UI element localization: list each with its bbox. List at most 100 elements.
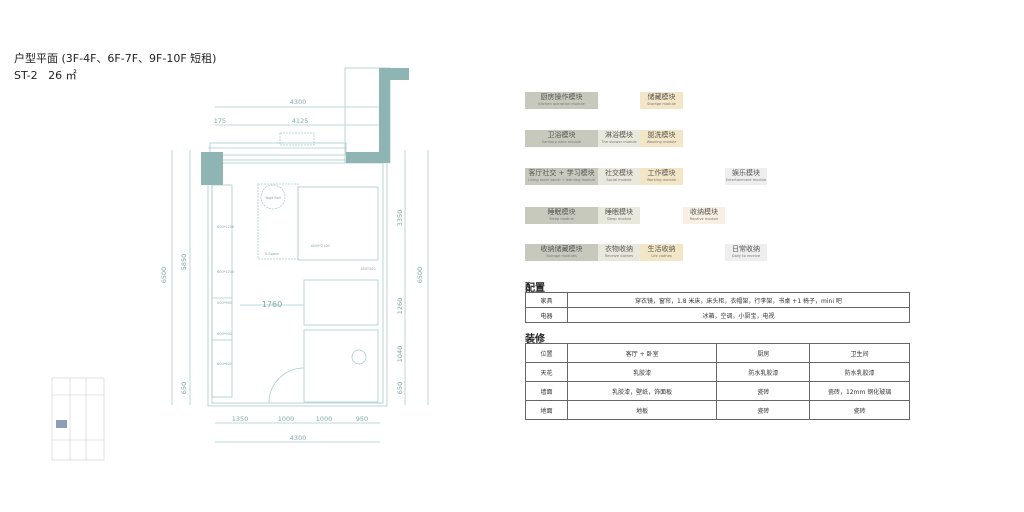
table-cell: 位置	[525, 343, 568, 363]
table-cell: 客厅 + 卧室	[566, 343, 718, 363]
table-cell: 地板	[566, 400, 718, 420]
table-cell: 穿衣镜，窗帘，1.8 米床，床头柜，衣帽架，行李架，书桌 +1 椅子，mini …	[566, 292, 911, 308]
table-cell: 防水乳胶漆	[809, 362, 910, 382]
dim-bottom: 1000	[278, 415, 295, 423]
cabinet-label: 600*1200	[217, 270, 234, 274]
module-name-en: Working module	[646, 178, 677, 182]
table-row: 地面地板瓷砖瓷砖	[525, 400, 910, 420]
unit-code: ST-2	[14, 69, 38, 82]
table-row: 天花乳胶漆防水乳胶漆防水乳胶漆	[525, 362, 910, 382]
module-name: 卫浴模块	[547, 131, 576, 139]
outer-wall	[207, 159, 388, 407]
plan-lines	[171, 67, 429, 443]
plan-title: 户型平面 (3F-4F、6F-7F、9F-10F 短租)	[14, 52, 217, 65]
unit-highlight	[56, 420, 67, 428]
module-name-en: The shower module	[601, 140, 637, 144]
table-cell: 墙面	[525, 381, 568, 401]
table-cell: 乳胶漆	[566, 362, 718, 382]
dim-right-total: 6500	[416, 267, 424, 284]
table-cell: 天花	[525, 362, 568, 382]
table-cell: 防水乳胶漆	[716, 362, 811, 382]
table-cell: 电器	[525, 307, 568, 323]
module-name-en: Washing module	[646, 140, 677, 144]
config-heading: 配置	[525, 283, 545, 294]
module-name: 客厅社交 + 学习模块	[528, 169, 595, 177]
module-name: 收纳储藏模块	[540, 245, 583, 253]
x-space-label: X-Space	[265, 252, 279, 256]
config-table: 家具穿衣镜，窗帘，1.8 米床，床头柜，衣帽架，行李架，书桌 +1 椅子，min…	[525, 292, 911, 323]
module-name: 收纳模块	[690, 208, 718, 216]
dim-right: 1260	[396, 298, 404, 315]
cabinet-label: 900*900	[217, 301, 232, 305]
module-name: 盥洗模块	[647, 131, 676, 139]
module-name-en: Sleep module	[549, 217, 574, 221]
dim-inner: 1760	[262, 300, 282, 309]
module-name-en: Life clothes	[651, 254, 672, 258]
module-name: 睡眠模块	[547, 208, 576, 216]
wall-column	[201, 152, 223, 185]
module-name: 厨房操作模块	[540, 93, 583, 101]
dim-top-total: 4300	[290, 98, 307, 106]
table-row: 位置客厅 + 卧室厨房卫生间	[525, 343, 910, 363]
finish-table: 位置客厅 + 卧室厨房卫生间天花乳胶漆防水乳胶漆防水乳胶漆墙面乳胶漆，壁纸，饰面…	[525, 343, 910, 420]
module-name-en: Kitchen operation module	[538, 102, 585, 106]
module-name: 淋浴模块	[605, 131, 633, 139]
module-name-en: Storage module	[647, 102, 676, 106]
module-name-en: Daily to receive	[731, 254, 761, 258]
table-cell: 厨房	[716, 343, 811, 363]
cabinet-label: 600*600	[217, 362, 232, 366]
module-name: 储藏模块	[647, 93, 676, 101]
module-name-en: Sanitary ware module	[541, 140, 582, 144]
key-plan-thumbnail	[51, 377, 105, 461]
structural-walls	[201, 68, 409, 185]
dim-left: 650	[180, 382, 188, 394]
dim-bottom: 1350	[232, 415, 249, 423]
dim-left: 6500	[160, 267, 168, 284]
dim-right: 650	[396, 382, 404, 394]
module-name: 工作模块	[647, 169, 676, 177]
module-name: 睡眠模块	[605, 208, 633, 216]
module-name-en: Receive module	[689, 217, 719, 221]
module-name: 日常收纳	[732, 245, 760, 253]
table-cell: 地面	[525, 400, 568, 420]
table-cell: 冰箱，空调，小厨宝，电视	[566, 307, 911, 323]
table-row: 家具穿衣镜，窗帘，1.8 米床，床头柜，衣帽架，行李架，书桌 +1 椅子，min…	[525, 292, 911, 308]
bed-label: 1800*2100	[310, 244, 330, 248]
unit-info: ST-2 26 ㎡	[14, 67, 77, 83]
unit-area: 26 ㎡	[48, 69, 77, 82]
module-name-en: Receive clothes	[604, 254, 634, 258]
nightstand-label: 450*450	[360, 267, 375, 271]
table-cell: 瓷砖	[716, 381, 811, 401]
table-cell: 瓷砖	[716, 400, 811, 420]
module-name: 生活收纳	[647, 245, 676, 253]
module-name-en: Living room social + learning module	[527, 178, 596, 182]
wall-l-shape	[346, 68, 409, 163]
module-name-en: Sleep module	[606, 217, 632, 221]
table-row: 电器冰箱，空调，小厨宝，电视	[525, 307, 911, 323]
module-name: 社交模块	[605, 169, 633, 177]
module-name-en: Social module	[606, 178, 632, 182]
dim-top-175: 175	[214, 117, 226, 125]
dim-left: 5850	[180, 254, 188, 271]
dim-bottom-total: 4300	[290, 434, 307, 442]
finish-heading: 装修	[525, 334, 545, 345]
cabinet-label: 600*1200	[217, 225, 234, 229]
yoga-ball-label: Yoga Ball	[265, 196, 281, 200]
